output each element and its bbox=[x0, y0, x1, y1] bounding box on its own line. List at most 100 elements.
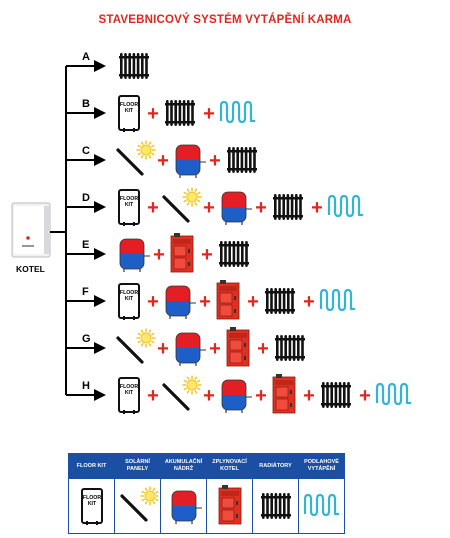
plus-sign: + bbox=[153, 244, 165, 266]
radiator-icon bbox=[273, 194, 303, 220]
floor-heating-icon bbox=[319, 288, 355, 312]
row-label-h: H bbox=[82, 380, 90, 392]
svg-text:FLOOR: FLOOR bbox=[82, 495, 100, 501]
plus-sign: + bbox=[147, 197, 159, 219]
legend-cell-tank bbox=[160, 478, 207, 534]
legend-header-text: SOLÁRNÍ bbox=[125, 459, 150, 465]
heating-system-diagram: FLOORKIT++++FLOORKIT++++++FLOORKIT++++++… bbox=[11, 53, 411, 414]
system-row-c: ++ bbox=[66, 140, 257, 178]
plus-sign: + bbox=[199, 291, 211, 313]
solar-panel-icon bbox=[116, 328, 156, 364]
accumulation-tank-icon bbox=[171, 490, 202, 524]
legend-cell-radiator bbox=[252, 478, 299, 534]
solar-panel-icon bbox=[162, 375, 202, 411]
plus-sign: + bbox=[209, 338, 221, 360]
legend-header-floorkit: FLOOR KIT bbox=[68, 453, 115, 479]
legend-cell-gas-boiler bbox=[206, 478, 253, 534]
plus-sign: + bbox=[255, 385, 267, 407]
row-label-f: F bbox=[82, 286, 89, 298]
plus-sign: + bbox=[147, 385, 159, 407]
boiler-label: KOTEL bbox=[16, 264, 45, 274]
legend-cell-floor-heating bbox=[298, 478, 345, 534]
radiator-icon bbox=[219, 241, 249, 267]
system-row-g: + + + bbox=[66, 327, 305, 367]
legend-header-text: KOTEL bbox=[220, 466, 239, 472]
legend-header-text: FLOOR KIT bbox=[76, 462, 107, 469]
solar-panel-icon bbox=[116, 140, 156, 176]
gasification-boiler-icon bbox=[216, 280, 240, 320]
radiator-icon bbox=[265, 288, 295, 314]
row-label-b: B bbox=[82, 98, 90, 110]
solar-panel-icon bbox=[119, 486, 158, 522]
svg-text:KIT: KIT bbox=[125, 202, 134, 208]
plus-sign: + bbox=[203, 385, 215, 407]
svg-text:KIT: KIT bbox=[125, 108, 134, 114]
plus-sign: + bbox=[255, 197, 267, 219]
floor-heating-icon bbox=[327, 194, 363, 218]
legend-header-text: VYTÁPĚNÍ bbox=[307, 466, 336, 472]
row-label-c: C bbox=[82, 145, 90, 157]
svg-text:FLOOR: FLOOR bbox=[120, 196, 138, 202]
plus-sign: + bbox=[203, 197, 215, 219]
accumulation-tank-icon bbox=[175, 332, 206, 366]
solar-panel-icon bbox=[162, 187, 202, 223]
radiator-icon bbox=[260, 493, 291, 519]
legend-header-text: NÁDRŽ bbox=[173, 466, 194, 472]
plus-sign: + bbox=[203, 103, 215, 125]
legend-header-text: AKUMULAČNÍ bbox=[164, 459, 203, 465]
radiator-icon bbox=[275, 335, 305, 361]
legend-header-text: RADIÁTORY bbox=[259, 462, 292, 469]
system-row-a bbox=[66, 53, 149, 79]
plus-sign: + bbox=[157, 338, 169, 360]
svg-text:KIT: KIT bbox=[87, 501, 96, 507]
svg-text:FLOOR: FLOOR bbox=[120, 290, 138, 296]
plus-sign: + bbox=[209, 150, 221, 172]
plus-sign: + bbox=[257, 338, 269, 360]
accumulation-tank-icon bbox=[119, 238, 150, 272]
boiler-icon bbox=[11, 202, 51, 258]
legend-header-text: PODLAHOVÉ bbox=[304, 459, 339, 465]
floor-heating-icon bbox=[375, 382, 411, 406]
gasification-boiler-icon bbox=[170, 233, 194, 273]
page-title: STAVEBNICOVÝ SYSTÉM VYTÁPĚNÍ KARMA bbox=[98, 14, 352, 26]
gasification-boiler-icon bbox=[272, 374, 296, 414]
row-label-g: G bbox=[82, 333, 91, 345]
plus-sign: + bbox=[201, 244, 213, 266]
gasification-boiler-icon bbox=[218, 485, 241, 525]
accumulation-tank-icon bbox=[221, 191, 252, 225]
row-label-e: E bbox=[82, 239, 90, 251]
accumulation-tank-icon bbox=[221, 379, 252, 413]
plus-sign: + bbox=[359, 385, 371, 407]
plus-sign: + bbox=[147, 291, 159, 313]
radiator-icon bbox=[227, 147, 257, 173]
radiator-icon bbox=[165, 100, 195, 126]
svg-text:KIT: KIT bbox=[125, 390, 134, 396]
legend-header-radiator: RADIÁTORY bbox=[252, 453, 299, 479]
plus-sign: + bbox=[157, 150, 169, 172]
svg-text:FLOOR: FLOOR bbox=[120, 384, 138, 390]
row-label-d: D bbox=[82, 192, 90, 204]
radiator-icon bbox=[119, 53, 149, 79]
gasification-boiler-icon bbox=[226, 327, 250, 367]
floor-heating-icon bbox=[219, 100, 255, 124]
accumulation-tank-icon bbox=[165, 285, 196, 319]
plus-sign: + bbox=[303, 385, 315, 407]
svg-text:FLOOR: FLOOR bbox=[120, 102, 138, 108]
legend-header-text: PANELY bbox=[126, 466, 149, 472]
plus-sign: + bbox=[311, 197, 323, 219]
system-row-e: ++ bbox=[66, 233, 249, 273]
